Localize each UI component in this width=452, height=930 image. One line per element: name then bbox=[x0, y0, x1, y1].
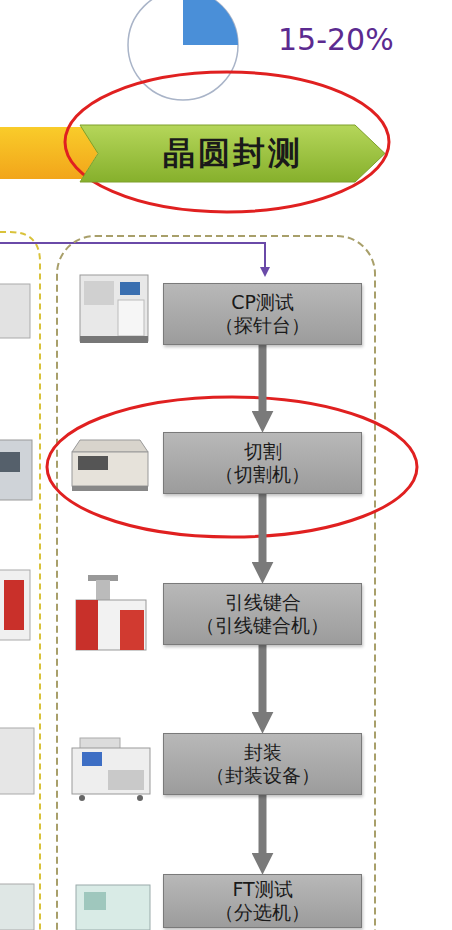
orange-band bbox=[0, 127, 98, 179]
node-title: CP测试 bbox=[231, 291, 294, 314]
dashed-column bbox=[0, 232, 40, 930]
text-group: 封装（封装设备） bbox=[206, 741, 320, 787]
machine-part bbox=[96, 580, 110, 600]
process-box: 切割（切割机） bbox=[163, 432, 362, 494]
flow-arrow bbox=[259, 795, 267, 855]
stage-banner: 晶圆封测 bbox=[80, 125, 385, 182]
machine-photo bbox=[0, 728, 34, 794]
machine-body bbox=[72, 748, 150, 794]
machine-panel bbox=[76, 600, 98, 650]
text-group: 切割（切割机） bbox=[215, 440, 310, 486]
node-title: 引线键合 bbox=[225, 591, 301, 614]
machine-photo bbox=[4, 580, 24, 630]
machine-base bbox=[72, 486, 148, 491]
node-subtitle: （探针台） bbox=[215, 314, 310, 337]
node-subtitle: （引线键合机） bbox=[196, 614, 329, 637]
percent-label: 15-20% bbox=[278, 22, 394, 57]
packaging-machine-photo bbox=[72, 738, 150, 801]
dicing-saw-photo bbox=[72, 440, 148, 491]
highlight-ellipse bbox=[47, 397, 417, 537]
text-group: 晶圆封测 bbox=[163, 134, 303, 172]
process-box: 引线键合（引线键合机） bbox=[163, 583, 362, 645]
machine-part bbox=[84, 281, 114, 305]
machine-screen bbox=[120, 282, 140, 295]
machine-body bbox=[72, 452, 148, 486]
machine-body bbox=[76, 600, 146, 650]
machine-panel bbox=[120, 610, 144, 650]
process-box: CP测试（探针台） bbox=[163, 283, 362, 345]
handler-photo bbox=[76, 885, 150, 930]
machine-photo bbox=[0, 884, 34, 930]
pie-chart bbox=[128, 0, 238, 100]
machine-part bbox=[108, 770, 144, 790]
flow-arrow bbox=[259, 494, 267, 564]
incoming-line bbox=[0, 243, 265, 268]
node-title: 封装 bbox=[244, 741, 282, 764]
machine-body bbox=[80, 275, 148, 341]
banner-arrow bbox=[80, 125, 385, 182]
machine-window bbox=[78, 456, 108, 470]
pie-wedge bbox=[183, 0, 238, 45]
dashed-container bbox=[57, 236, 375, 930]
wire-bonder-photo bbox=[76, 575, 146, 650]
machine-wheel bbox=[137, 795, 143, 801]
text-group: 引线键合（引线键合机） bbox=[196, 591, 329, 637]
flow-arrow bbox=[259, 345, 267, 413]
process-box: 封装（封装设备） bbox=[163, 733, 362, 795]
machine-body bbox=[76, 885, 150, 930]
node-subtitle: （封装设备） bbox=[206, 764, 320, 787]
machine-base bbox=[80, 336, 148, 343]
machine-lid bbox=[72, 440, 148, 452]
flow-arrow bbox=[259, 645, 267, 714]
node-title: 切割 bbox=[244, 440, 282, 463]
machine-screen bbox=[82, 752, 102, 766]
probe-station-photo bbox=[80, 275, 148, 343]
highlight-ellipse bbox=[65, 72, 389, 212]
node-title: FT测试 bbox=[232, 878, 292, 901]
process-box: FT测试（分选机） bbox=[163, 874, 362, 928]
machine-photo bbox=[0, 570, 30, 640]
text-group: CP测试（探针台） bbox=[215, 291, 310, 337]
machine-wheel bbox=[79, 795, 85, 801]
machine-photo bbox=[0, 440, 32, 500]
node-subtitle: （分选机） bbox=[215, 901, 310, 924]
machine-part bbox=[118, 300, 144, 336]
machine-part bbox=[84, 892, 106, 910]
node-title: 晶圆封测 bbox=[163, 134, 303, 172]
machine-photo bbox=[0, 284, 30, 338]
text-group: FT测试（分选机） bbox=[215, 878, 310, 924]
node-subtitle: （切割机） bbox=[215, 463, 310, 486]
pie-circle bbox=[128, 0, 238, 100]
machine-photo bbox=[0, 452, 20, 472]
